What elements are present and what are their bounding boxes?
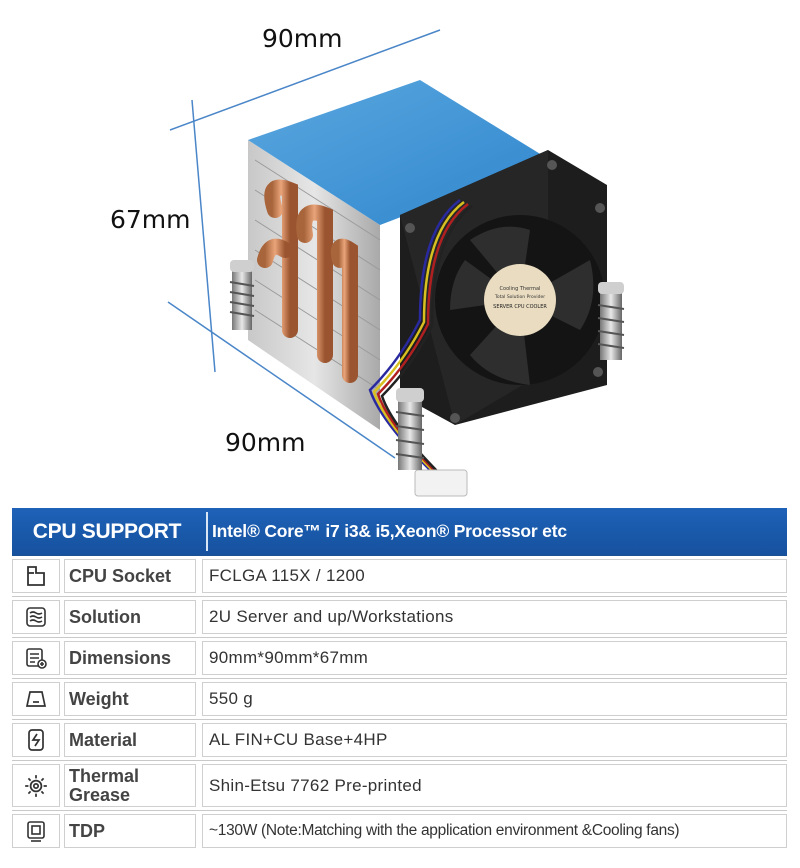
depth-dimension-label: 90mm [225,428,306,457]
mounting-screws [229,260,625,470]
fan-model-text: SERVER CPU COOLER [493,304,547,310]
spec-value: 550 g [202,682,787,716]
spec-row-weight: Weight 550 g [12,679,787,720]
width-dimension-label: 90mm [262,24,343,53]
spec-label: Dimensions [64,641,196,675]
product-photo: Cooling Thermal Total Solution Provider … [167,29,625,497]
spec-row-tdp: TDP ~130W (Note:Matching with the applic… [12,811,787,851]
dimensions-icon [12,641,60,675]
spec-label: Thermal Grease [64,764,196,807]
dimension-lines [167,29,441,459]
spec-value: 2U Server and up/Workstations [202,600,787,634]
spec-label: Solution [64,600,196,634]
spec-row-material: Material AL FIN+CU Base+4HP [12,720,787,761]
fan: Cooling Thermal Total Solution Provider … [400,150,607,425]
tdp-icon [12,814,60,848]
weight-icon [12,682,60,716]
height-dimension-label: 67mm [110,205,191,234]
spec-value: Shin-Etsu 7762 Pre-printed [202,764,787,807]
spec-value: 90mm*90mm*67mm [202,641,787,675]
spec-label: TDP [64,814,196,848]
material-icon [12,723,60,757]
spec-value: FCLGA 115X / 1200 [202,559,787,593]
cpu-support-label: CPU SUPPORT [32,520,182,543]
spec-label: Weight [64,682,196,716]
spec-row-dimensions: Dimensions 90mm*90mm*67mm [12,638,787,679]
thermal-grease-icon [12,764,60,807]
fins-icon [12,600,60,634]
spec-table: CPU SUPPORT Intel® Core™ i7 i3& i5,Xeon®… [12,508,787,851]
spec-label: CPU Socket [64,559,196,593]
spec-table-header: CPU SUPPORT Intel® Core™ i7 i3& i5,Xeon®… [12,508,787,556]
fan-brand-text: Cooling Thermal [500,286,541,292]
header-divider [206,512,208,551]
spec-row-solution: Solution 2U Server and up/Workstations [12,597,787,638]
spec-value: ~130W (Note:Matching with the applicatio… [202,814,787,848]
spec-label: Material [64,723,196,757]
spec-row-thermal-grease: Thermal Grease Shin-Etsu 7762 Pre-printe… [12,761,787,811]
fan-tagline-text: Total Solution Provider [494,294,545,300]
socket-icon [12,559,60,593]
spec-value: AL FIN+CU Base+4HP [202,723,787,757]
spec-row-cpu-socket: CPU Socket FCLGA 115X / 1200 [12,556,787,597]
cpu-support-value: Intel® Core™ i7 i3& i5,Xeon® Processor e… [212,521,567,541]
fan-connector [414,469,468,497]
